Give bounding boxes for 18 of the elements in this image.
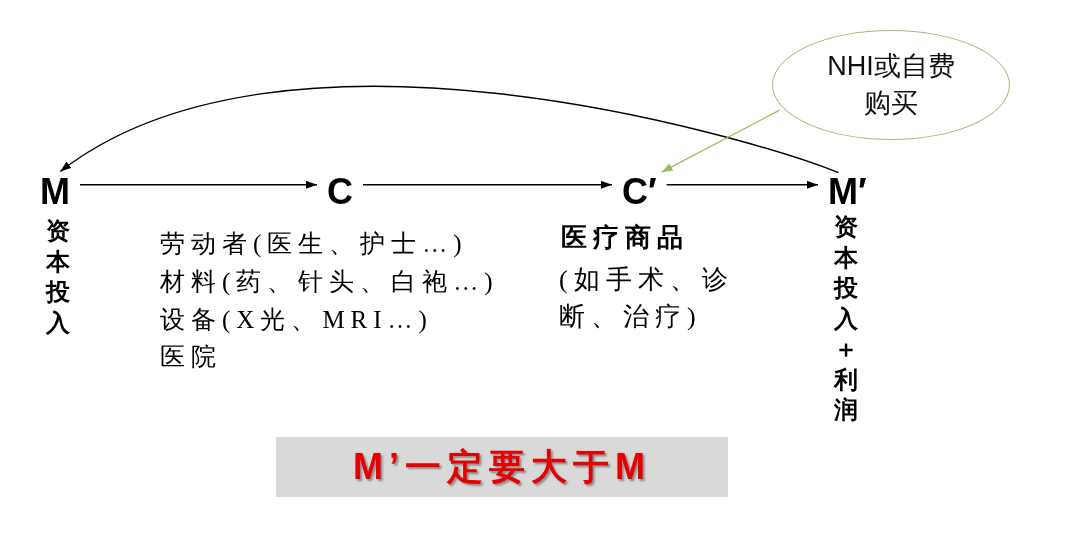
- list-item: 设备(X光、MRI…): [160, 305, 433, 336]
- banner-box: M’一定要大于M: [276, 437, 728, 497]
- node-label: M: [34, 174, 76, 210]
- node-label: C′: [616, 174, 663, 210]
- caption-text: (如手术、诊断、治疗): [559, 264, 735, 333]
- node-label: C: [321, 174, 359, 210]
- arrow: [660, 109, 781, 173]
- caption-text: 医疗商品: [561, 222, 689, 254]
- curved-arrow: [59, 86, 840, 174]
- list-item: 医院: [160, 342, 222, 372]
- arrow: [79, 180, 318, 189]
- arrow: [665, 180, 819, 189]
- vertical-caption: 资本投入＋利润: [833, 213, 859, 425]
- list-item: 劳动者(医生、护士…): [160, 229, 468, 260]
- node-label: M′: [822, 174, 873, 210]
- arrow: [362, 180, 613, 189]
- list-item: 材料(药、针头、白袍…): [160, 267, 499, 298]
- vertical-caption: 资本投入: [45, 217, 71, 338]
